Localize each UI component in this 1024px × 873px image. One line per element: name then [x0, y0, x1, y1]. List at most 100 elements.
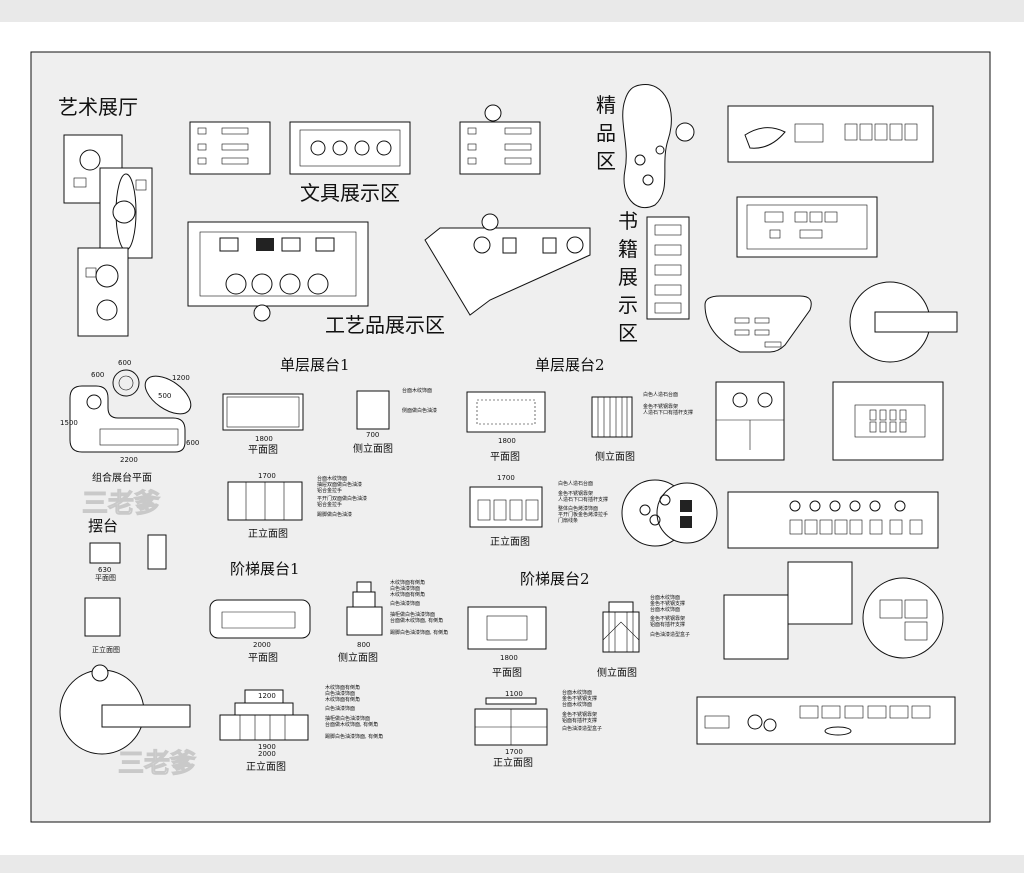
combo-dim-right: 600	[186, 439, 199, 447]
round-table-bar	[874, 311, 958, 333]
s2-plan-label: 平面图	[490, 451, 520, 463]
note: 铝面有插杆支撑	[562, 717, 597, 724]
sun-icon	[96, 299, 118, 321]
conference-table-r	[832, 381, 944, 461]
note: 金色不锈钢靠架	[643, 403, 678, 410]
note: 铝面有插杆支撑	[650, 621, 685, 628]
title-step-2: 阶梯展台2	[520, 570, 590, 588]
note: 平开门板金色烤漆拉手	[558, 511, 608, 518]
single-1-group: 单层展台1 1800 平面图 700 侧立面图 台面木纹饰面 侧面做白色油漆 1…	[222, 356, 437, 540]
note: 白色油漆造型盒子	[562, 725, 602, 732]
title-books-5: 区	[618, 321, 638, 345]
note: 人造石下口有插杆支撑	[643, 409, 693, 416]
title-art-hall: 艺术展厅	[58, 95, 138, 119]
square-table-left	[723, 594, 789, 660]
st1-front-inner: 1900	[258, 743, 276, 751]
combo-dim-height: 1500	[60, 419, 78, 427]
triangular-table	[704, 295, 812, 353]
st2-front-label: 正立面图	[493, 756, 533, 769]
note: 白色油漆饰面	[390, 600, 420, 607]
title-single-1: 单层展台1	[280, 356, 350, 374]
title-books-2: 籍	[618, 237, 638, 261]
cad-drawing-sheet: 艺术展厅 文具展示区	[30, 51, 991, 823]
note: 门扇线条	[558, 517, 578, 524]
note: 金色不锈钢靠架	[562, 711, 597, 718]
st2-front-top: 1100	[505, 690, 523, 698]
pendulum-plan-label: 平面图	[95, 574, 116, 582]
st1-plan-label: 平面图	[248, 652, 278, 664]
title-step-1: 阶梯展台1	[230, 560, 300, 578]
s1-plan-w: 1800	[255, 435, 273, 443]
round-table-c	[862, 577, 944, 659]
s1-side-w: 700	[366, 431, 379, 439]
st1-side-w: 800	[357, 641, 370, 649]
note: 踢脚做白色油漆	[317, 511, 352, 518]
note: 台面做木纹饰面, 有倒角	[325, 721, 378, 728]
stationery-table-2	[289, 121, 411, 175]
display-table-r4	[696, 696, 956, 745]
round-artwork	[112, 200, 136, 224]
st2-front-w: 1700	[505, 748, 523, 756]
display-table-r3	[727, 491, 939, 549]
note: 台面木纹饰面	[317, 475, 347, 482]
display-table-r2	[736, 196, 878, 258]
note: 木纹饰面有倒角	[390, 591, 425, 598]
st2-side-label: 侧立面图	[597, 666, 637, 679]
note: 白色人造石台面	[558, 480, 593, 487]
note: 台面木纹饰面	[562, 689, 592, 696]
title-boutique-3: 区	[596, 149, 616, 173]
stationery-table-3	[459, 121, 541, 175]
round-table-b	[656, 482, 718, 544]
boutique-group: 精 品 区	[596, 84, 695, 208]
combo-dim-c: 1200	[172, 374, 190, 382]
s1-front-label: 正立面图	[248, 527, 288, 540]
person-figure	[481, 213, 499, 231]
watermark-1: 三老爹	[82, 489, 160, 519]
note: 人造石下口有插杆支撑	[558, 496, 608, 503]
note: 金色不锈钢靠架	[650, 615, 685, 622]
title-combo-plan: 组合展台平面	[92, 471, 152, 484]
stationery-group: 文具展示区	[189, 104, 541, 205]
title-pendulum: 摆台	[88, 517, 118, 535]
title-stationery: 文具展示区	[300, 181, 400, 205]
stationery-table-1	[189, 121, 271, 175]
combo-table-outline	[69, 385, 186, 453]
combo-dim-d: 500	[158, 392, 171, 400]
sun-icon	[79, 149, 101, 171]
step-1-group: 阶梯展台1 2000 平面图 800 侧立面图 木纹饰面有倒角 白色油漆饰面 木…	[209, 560, 448, 773]
note: 平开门双面做白色油漆	[317, 495, 367, 502]
note: 白色油漆饰面	[325, 690, 355, 697]
display-table-r1	[727, 105, 934, 163]
drawing-card: 艺术展厅 文具展示区	[0, 22, 1024, 855]
right-column-tables	[621, 105, 958, 745]
s2-side-label: 侧立面图	[595, 450, 635, 463]
note: 白色油漆造型盒子	[650, 631, 690, 638]
note: 铝合金拉手	[317, 487, 342, 494]
note: 木纹饰面有倒角	[325, 696, 360, 703]
note: 踢脚白色油漆饰面, 有倒角	[390, 629, 448, 636]
st2-plan-w: 1800	[500, 654, 518, 662]
note: 白色油漆饰面	[390, 585, 420, 592]
note: 台面做木纹饰面, 有倒角	[390, 617, 443, 624]
drawing-frame	[30, 51, 991, 823]
title-boutique-2: 品	[596, 121, 616, 145]
boutique-organic-table	[622, 84, 672, 208]
art-chair	[85, 267, 97, 278]
note: 金色不锈钢支撑	[650, 600, 685, 607]
note: 侧面做白色油漆	[402, 407, 437, 414]
note: 台面木纹饰面	[562, 701, 592, 708]
s2-plan-w: 1800	[498, 437, 516, 445]
st1-side-label: 侧立面图	[338, 651, 378, 664]
person-figure	[484, 104, 502, 122]
crafts-table	[187, 221, 369, 307]
watermark-2: 三老爹	[118, 749, 196, 779]
title-books-4: 示	[618, 293, 638, 317]
title-books-3: 展	[618, 265, 638, 289]
note: 抽屉双面做白色油漆	[317, 481, 362, 488]
crafts-angled-table	[424, 227, 591, 316]
st1-front-label: 正立面图	[246, 760, 286, 773]
title-crafts: 工艺品展示区	[325, 313, 445, 337]
combo-plan-group: 600 600 1200 500 1500 600 2200 组合展台平面 三老…	[59, 359, 199, 780]
title-single-2: 单层展台2	[535, 356, 605, 374]
person-figure	[91, 664, 109, 682]
